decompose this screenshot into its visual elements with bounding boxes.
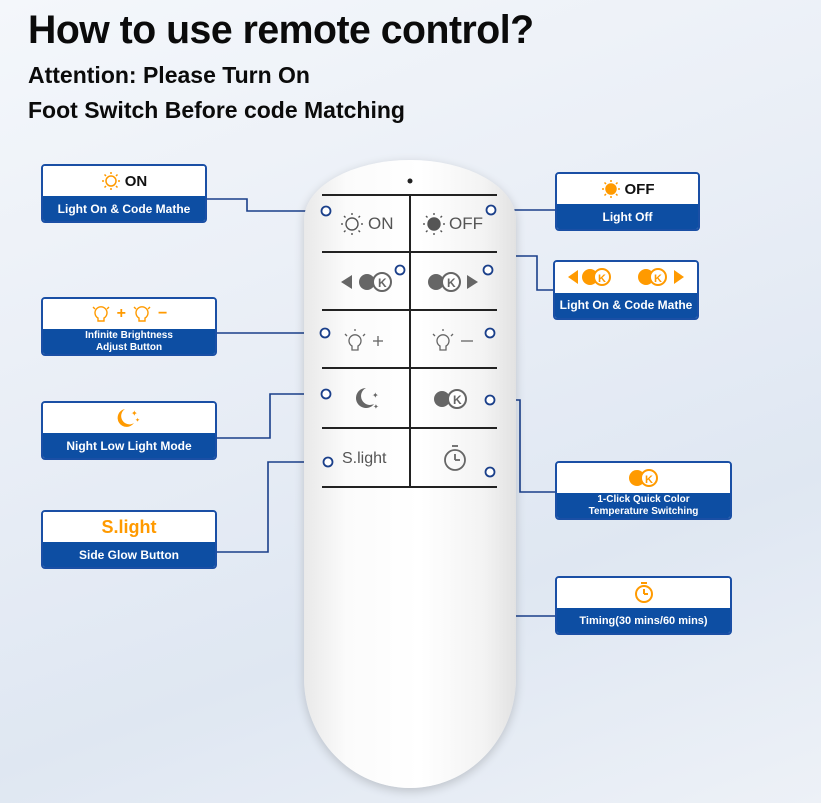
color-temp-arrows-icon: K K <box>568 268 684 287</box>
callout-color-temp: K 1-Click Quick Color Temperature Switch… <box>555 461 732 520</box>
svg-text:✦: ✦ <box>372 391 379 400</box>
callout-on: ON Light On & Code Mathe <box>41 164 207 223</box>
page-title: How to use remote control? <box>28 8 534 52</box>
callout-on-text: ON <box>124 172 148 190</box>
callout-slight-text: S.light <box>101 516 157 537</box>
callout-brightness-label: Infinite Brightness Adjust Button <box>43 329 215 354</box>
color-temp-label-1: 1-Click Quick Color <box>597 493 690 505</box>
bulb-minus-icon <box>432 329 473 351</box>
moon-stars-icon: ✦ ✦ <box>117 409 140 427</box>
svg-text:K: K <box>447 276 456 290</box>
sun-outline-icon <box>101 172 120 191</box>
brightness-label-1: Infinite Brightness <box>85 329 173 341</box>
bulb-icon <box>133 306 151 322</box>
moon-stars-icon: ✦ ✦ <box>356 388 379 411</box>
bulb-plus-icon <box>344 329 383 351</box>
brightness-plus: + <box>116 305 126 323</box>
callout-night-label: Night Low Light Mode <box>43 433 215 458</box>
brightness-minus: − <box>158 305 168 323</box>
remote-on-label[interactable]: ON <box>368 214 394 233</box>
attention-line-2: Foot Switch Before code Matching <box>28 97 405 123</box>
sun-outline-icon <box>341 213 363 235</box>
callout-off-text: OFF <box>624 180 655 198</box>
callout-color-cycle: K K Light On & Code Mathe <box>553 260 699 320</box>
callout-color-temp-label: 1-Click Quick Color Temperature Switchin… <box>557 493 730 518</box>
callout-brightness: + − Infinite Brightness Adjust Button <box>41 297 217 356</box>
callout-color-cycle-label: Light On & Code Mathe <box>555 292 697 318</box>
svg-text:K: K <box>645 474 653 486</box>
color-temp-icon: K <box>434 389 467 409</box>
callout-night: ✦ ✦ Night Low Light Mode <box>41 401 217 460</box>
callout-slight-label: Side Glow Button <box>43 542 215 567</box>
callout-timing-label: Timing(30 mins/60 mins) <box>557 608 730 633</box>
svg-text:K: K <box>598 273 606 285</box>
svg-text:✦: ✦ <box>373 403 379 411</box>
color-cycle-right-icon: K <box>428 272 478 292</box>
attention-line-1: Attention: Please Turn On <box>28 62 310 88</box>
callout-on-label: Light On & Code Mathe <box>43 196 205 221</box>
callout-off: OFF Light Off <box>555 172 700 231</box>
timer-icon <box>634 582 653 604</box>
brightness-label-2: Adjust Button <box>95 341 163 353</box>
svg-text:✦: ✦ <box>135 417 140 424</box>
color-temp-label-2: Temperature Switching <box>588 505 699 517</box>
sun-filled-icon <box>423 213 445 235</box>
callout-off-label: Light Off <box>557 204 698 229</box>
remote-slight-label[interactable]: S.light <box>342 450 387 467</box>
callout-timing: Timing(30 mins/60 mins) <box>555 576 732 635</box>
remote-off-label[interactable]: OFF <box>449 214 483 233</box>
svg-text:K: K <box>654 273 662 285</box>
sun-filled-icon <box>601 180 620 199</box>
timer-icon <box>444 445 466 471</box>
svg-text:✦: ✦ <box>131 409 138 418</box>
color-cycle-left-icon: K <box>341 272 392 292</box>
svg-text:K: K <box>453 393 462 407</box>
svg-text:K: K <box>378 276 387 290</box>
callout-slight: S.light Side Glow Button <box>41 510 217 569</box>
color-temp-icon: K <box>628 469 658 488</box>
bulb-icon <box>92 306 110 322</box>
